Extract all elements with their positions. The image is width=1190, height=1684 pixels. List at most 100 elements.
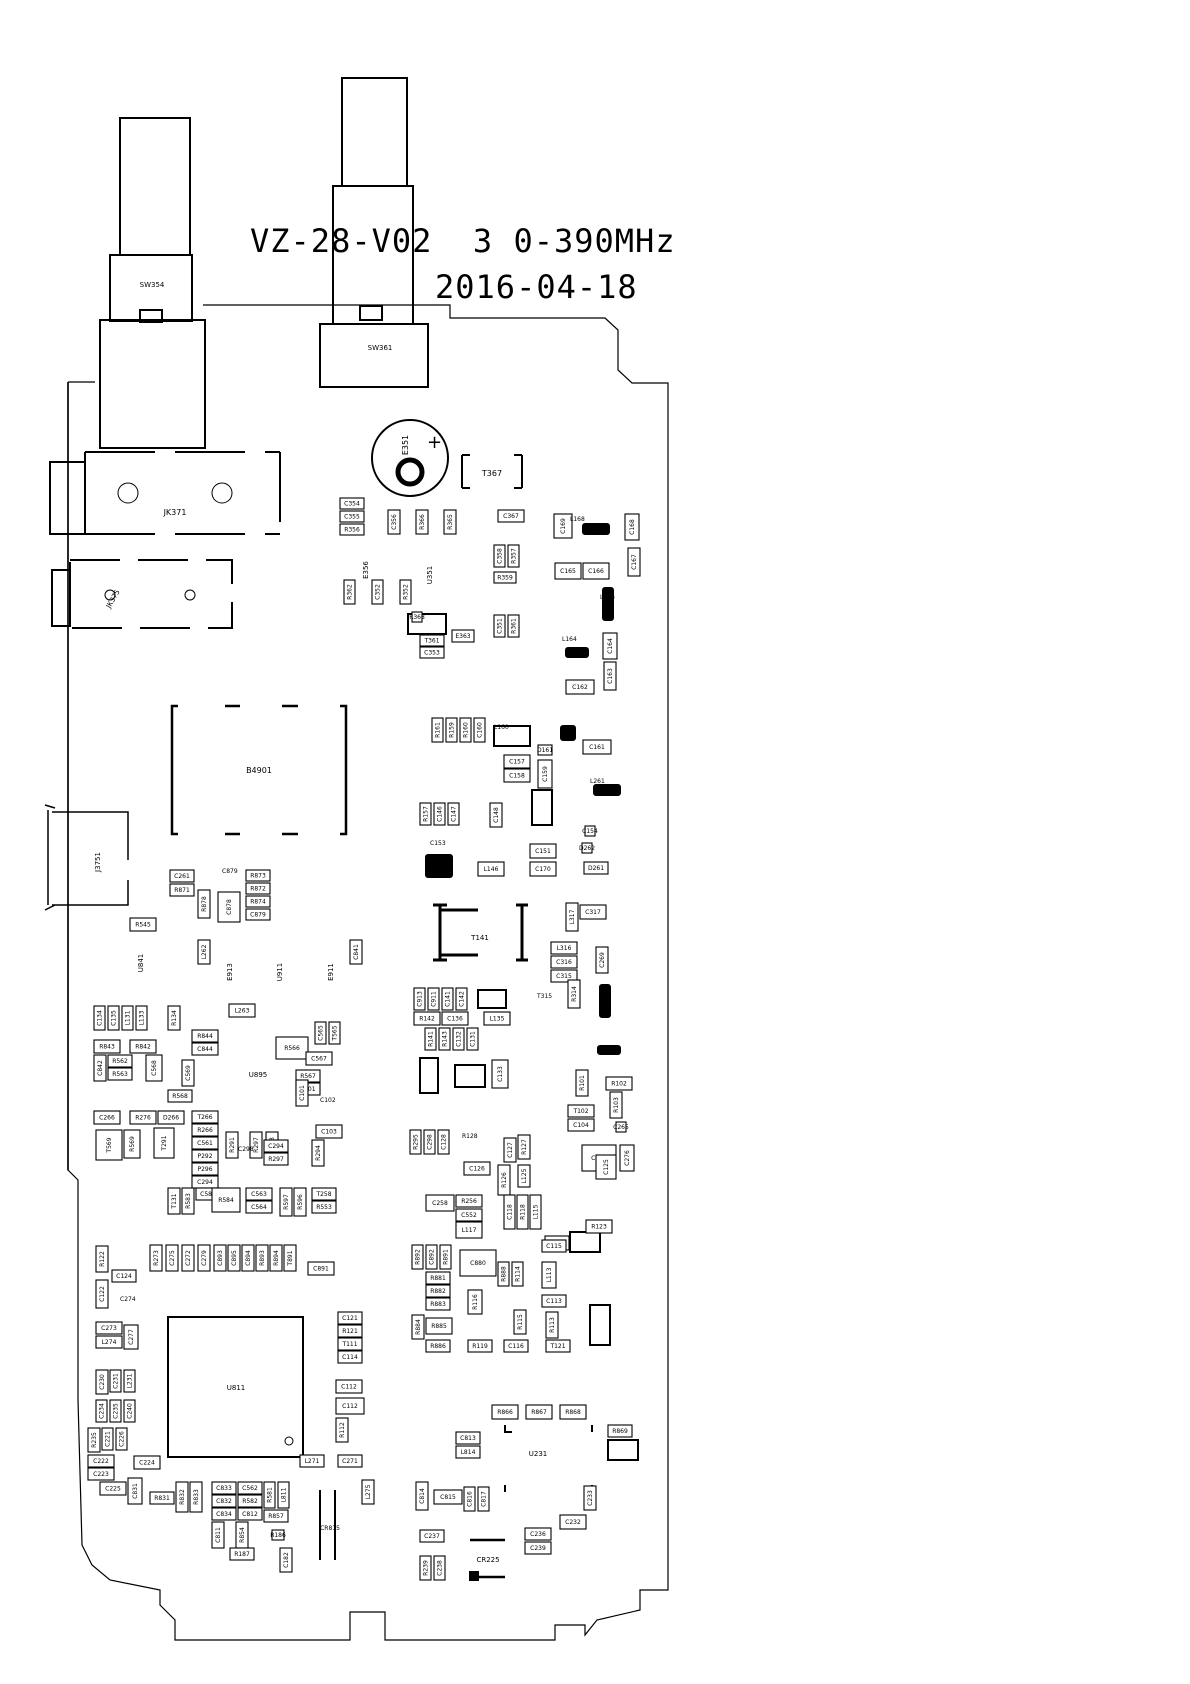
b4901-frame — [170, 704, 348, 836]
component-c127: C127 — [503, 1137, 517, 1163]
board-date: 2016-04-18 — [435, 268, 638, 306]
component-c134: C134 — [93, 1005, 106, 1031]
component-label: C298 — [427, 1134, 434, 1150]
component-r581: R581 — [263, 1481, 276, 1509]
component-outline — [516, 1194, 529, 1230]
component-outline — [424, 1027, 437, 1051]
component-outline — [609, 1091, 623, 1119]
component-outline — [545, 1339, 571, 1353]
component-c234: C234 — [95, 1399, 108, 1423]
component-l115: L115 — [529, 1194, 542, 1230]
component-label: C294 — [268, 1143, 284, 1150]
component-outline — [455, 987, 468, 1011]
component-label: T121 — [549, 1343, 565, 1350]
component-c235: C235 — [109, 1399, 122, 1423]
component-outline — [95, 1245, 109, 1273]
component-label: C834 — [216, 1511, 232, 1518]
component-label: C316 — [556, 959, 572, 966]
component-label: C132 — [456, 1031, 463, 1047]
component-outline — [463, 1486, 476, 1512]
component-outline — [582, 739, 612, 755]
component-outline — [328, 1021, 341, 1045]
t367-label: T367 — [481, 469, 502, 478]
component-outline — [93, 1054, 107, 1082]
component-r359: R359 — [493, 571, 517, 584]
component-label: P292 — [197, 1153, 212, 1160]
component-r159: R159 — [445, 717, 458, 743]
component-label: T258 — [315, 1191, 331, 1198]
component-label: C165 — [560, 568, 576, 575]
component-c161: C161 — [582, 739, 612, 755]
component-c833: C833 — [211, 1481, 237, 1495]
component-outline — [335, 1417, 349, 1443]
component-label: R115 — [517, 1314, 524, 1330]
component-label: C163 — [607, 668, 614, 684]
component-c815: C815 — [433, 1489, 463, 1505]
component-outline — [109, 1369, 122, 1393]
component-r582: R582 — [237, 1494, 263, 1508]
inductor-body — [597, 1045, 621, 1055]
component-l231: L231 — [123, 1369, 136, 1393]
component-outline — [425, 1271, 451, 1285]
component-label: C879 — [250, 912, 266, 919]
component-label: R314 — [571, 986, 578, 1002]
component-r122: R122 — [95, 1245, 109, 1273]
component-label: C104 — [573, 1122, 589, 1129]
component-label: E363 — [455, 633, 470, 640]
component-r103: R103 — [609, 1091, 623, 1119]
component-outline — [123, 1369, 136, 1393]
component-label: R102 — [611, 1081, 627, 1088]
component-outline — [459, 717, 472, 743]
component-r235: R235 — [87, 1427, 101, 1453]
component-label: R844 — [197, 1033, 213, 1040]
component-r266: R266 — [191, 1123, 219, 1137]
component-outline — [349, 939, 363, 965]
component-c351: C351 — [493, 614, 506, 638]
component-outline — [451, 629, 475, 643]
component-label: C831 — [132, 1483, 139, 1499]
component-outline — [123, 1324, 139, 1350]
component-outline — [227, 1244, 241, 1272]
component-outline — [441, 1011, 469, 1026]
component-label: R857 — [268, 1513, 284, 1520]
component-outline — [343, 579, 356, 605]
component-c834: C834 — [211, 1507, 237, 1521]
component-label: R127 — [521, 1139, 528, 1155]
component-c273: C273 — [95, 1321, 123, 1335]
component-t891: T891 — [283, 1244, 297, 1272]
component-outline — [413, 1011, 441, 1026]
component-label: C356 — [391, 514, 398, 530]
component-outline — [315, 1124, 343, 1139]
component-label: R869 — [612, 1428, 628, 1435]
t141-label: T141 — [470, 934, 489, 942]
component-c265: C265 — [613, 1121, 629, 1133]
component-l261: L261 — [590, 778, 605, 785]
component-outline — [419, 802, 432, 826]
component-outline — [565, 679, 595, 695]
component-outline — [371, 579, 384, 605]
component-label: C277 — [128, 1329, 135, 1345]
component-c163: C163 — [603, 661, 617, 691]
component-r160: R160 — [459, 717, 472, 743]
component-label: C261 — [174, 873, 190, 880]
component-r894: R894 — [269, 1244, 283, 1272]
component-label: T266 — [196, 1114, 212, 1121]
component-outline — [455, 1208, 483, 1222]
component-c104: C104 — [567, 1118, 595, 1132]
component-r357: R357 — [507, 544, 520, 568]
component-c911: C911 — [427, 987, 440, 1011]
component-outline — [425, 1194, 455, 1212]
component-outline — [537, 744, 553, 756]
component-label: R569 — [129, 1136, 136, 1152]
l135-outline — [477, 989, 507, 1009]
component-label: R866 — [497, 1409, 513, 1416]
component-label: L814 — [461, 1449, 476, 1456]
component-outline — [167, 1089, 193, 1103]
component-outline — [477, 1486, 490, 1512]
u231-label: U231 — [529, 1450, 547, 1458]
component-label: C814 — [419, 1488, 426, 1504]
component-r584: R584 — [211, 1187, 241, 1213]
component-label: C552 — [461, 1212, 477, 1219]
component-outline — [503, 1339, 529, 1353]
component-outline — [467, 1339, 493, 1353]
